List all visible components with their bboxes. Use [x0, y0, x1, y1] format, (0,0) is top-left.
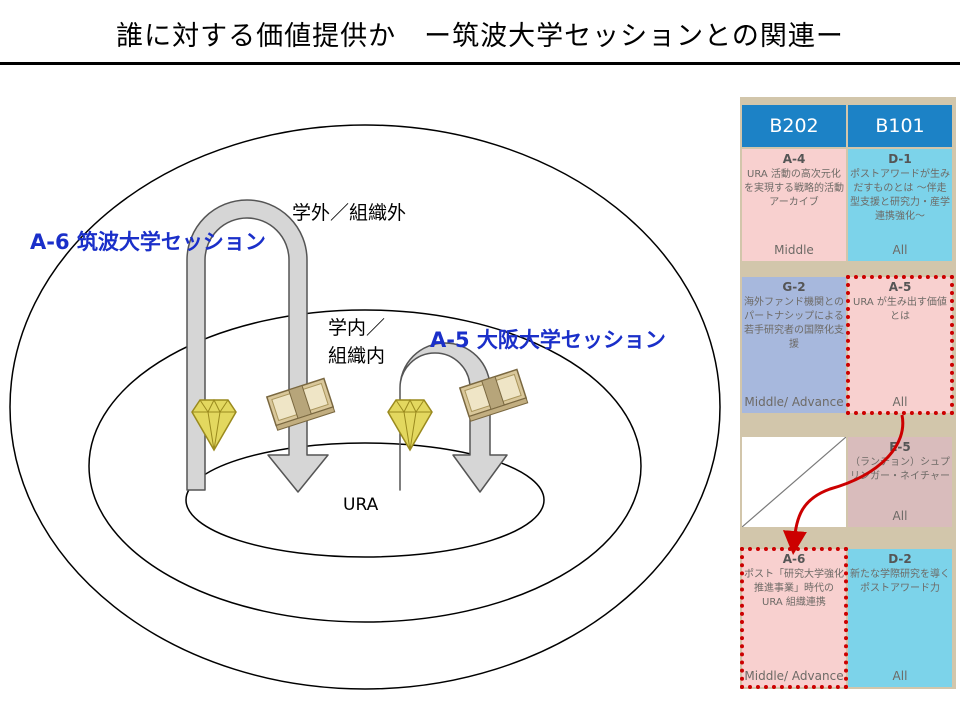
session-level: All [892, 509, 908, 523]
session-level: All [892, 243, 908, 257]
session-code: G-2 [782, 280, 806, 294]
session-level: All [892, 395, 908, 409]
inner-scope-label-line2: 組織内 [328, 345, 386, 367]
outer-scope-label: 学外／組織外 [292, 202, 407, 224]
column-header-b202: B202 [742, 105, 846, 147]
money-bundle-icon [458, 368, 529, 422]
empty-slot-slash [742, 437, 846, 527]
session-level: Middle/ Advance [744, 395, 844, 409]
session-code: D-2 [888, 552, 912, 566]
session-cell-d1[interactable]: D-1 ポストアワードが生みだすものとは ～伴走型支援と研究力・産学連携強化～ … [848, 149, 952, 261]
link-arrow-icon [782, 414, 905, 555]
session-cell-d2[interactable]: D-2 新たな学際研究を導くポストアワード力 All [848, 549, 952, 687]
session-level: Middle/ Advance [744, 669, 844, 683]
diamond-icon [191, 398, 237, 452]
session-description: URA が生み出す価値とは [853, 297, 947, 322]
title-divider [0, 62, 960, 65]
slide-title: 誰に対する価値提供か ー筑波大学セッションとの関連ー [116, 21, 844, 52]
session-timetable: B202 B101 A-4 URA 活動の高次元化を実現する戦略的活動アーカイブ… [740, 97, 956, 689]
inner-scope-label-line1: 学内／ [328, 317, 386, 339]
ura-ellipse [185, 442, 545, 558]
session-description: URA 活動の高次元化を実現する戦略的活動アーカイブ [744, 169, 844, 208]
session-a5-label: A-5 大阪大学セッション [430, 328, 666, 352]
session-code: A-4 [782, 152, 806, 166]
session-code: A-5 [888, 280, 912, 294]
column-header-b101: B101 [848, 105, 952, 147]
scope-diagram [9, 124, 721, 690]
session-a6-label: A-6 筑波大学セッション [30, 230, 266, 254]
session-cell-a4[interactable]: A-4 URA 活動の高次元化を実現する戦略的活動アーカイブ Middle [742, 149, 846, 261]
money-bundle-icon [265, 377, 336, 431]
session-description: ポスト「研究大学強化推進事業」時代の URA 組織連携 [744, 569, 844, 608]
session-code: A-6 [782, 552, 806, 566]
session-cell-a5[interactable]: A-5 URA が生み出す価値とは All [846, 275, 954, 415]
session-cell-g2[interactable]: G-2 海外ファンド機関とのパートナシップによる若手研究者の国際化支援 Midd… [742, 277, 846, 413]
empty-slot [742, 437, 846, 527]
session-code: D-1 [888, 152, 912, 166]
diamond-icon [387, 398, 433, 452]
session-description: ポストアワードが生みだすものとは ～伴走型支援と研究力・産学連携強化～ [850, 169, 950, 222]
session-level: All [892, 669, 908, 683]
a5-value-arrow [399, 342, 508, 493]
session-description: （ランチョン）シュプリンガー・ネイチャー [850, 457, 950, 482]
session-description: 海外ファンド機関とのパートナシップによる若手研究者の国際化支援 [744, 297, 844, 350]
session-level: Middle [774, 243, 814, 257]
session-description: 新たな学際研究を導くポストアワード力 [850, 569, 950, 594]
outer-scope-ellipse [9, 124, 721, 690]
session-cell-e5[interactable]: E-5 （ランチョン）シュプリンガー・ネイチャー All [848, 437, 952, 527]
inner-scope-ellipse [88, 309, 642, 623]
inner-scope-label: 学内／ 組織内 [328, 314, 385, 370]
session-cell-a6[interactable]: A-6 ポスト「研究大学強化推進事業」時代の URA 組織連携 Middle/ … [740, 547, 848, 689]
ura-label: URA [343, 495, 379, 515]
